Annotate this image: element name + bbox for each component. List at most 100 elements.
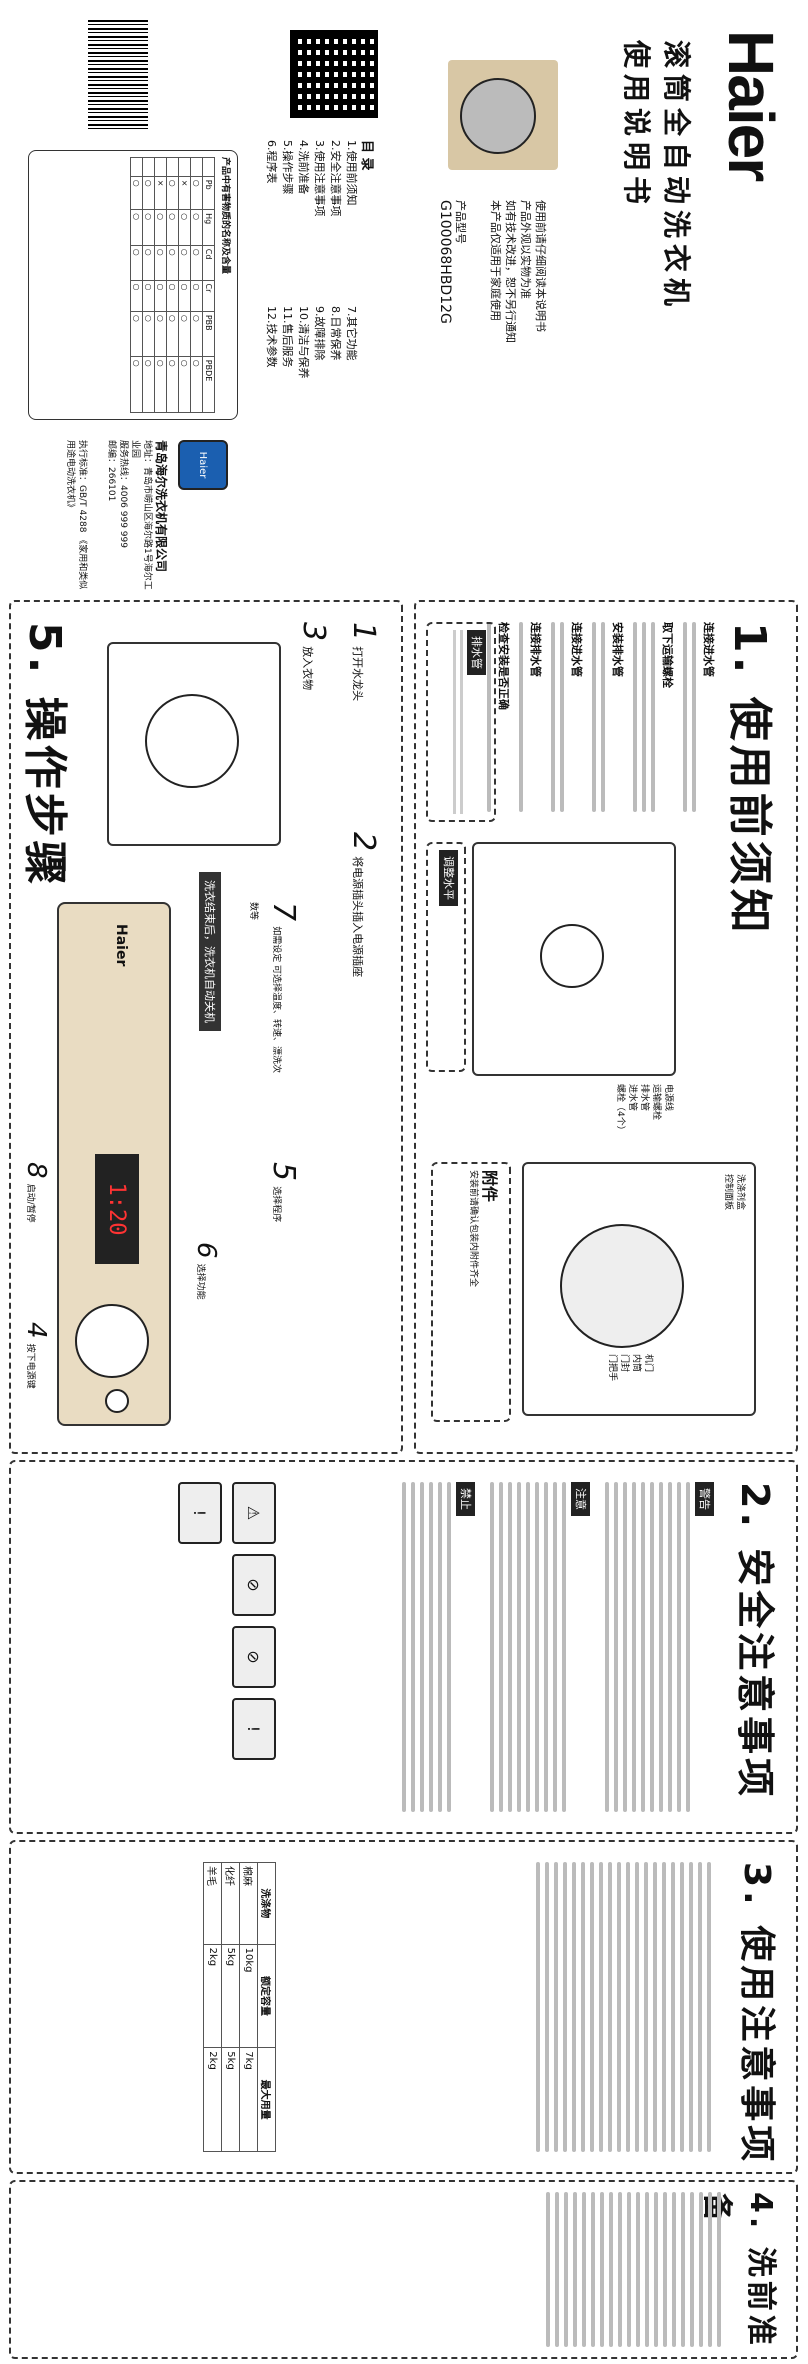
- panel-brand: Haier: [113, 924, 129, 967]
- toc: 目 录 1.使用前须知 7.其它功能 2.安全注意事项 8.日常保养 3.使用注…: [264, 140, 378, 460]
- step-6: 6 选择功能: [191, 1242, 221, 1362]
- notice-icon: !: [178, 1482, 222, 1544]
- step-number: 8: [21, 1162, 51, 1179]
- part-label: 排水管: [639, 1084, 649, 1112]
- step-heading: 检查安装是否正确: [497, 622, 510, 710]
- step-number: 6: [191, 1242, 221, 1259]
- step-text: 如需设定 可选择温度、转速、漂洗次数等: [248, 902, 281, 1074]
- section-1-title: 1. 使用前须知: [724, 622, 775, 937]
- accessories-box: 附件 安装前请确认包装内附件齐全: [431, 1162, 511, 1422]
- section-2-panel: 2. 安全注意事项 警告 注意 禁止 ⚠ ⊘ ⊘ ! !: [9, 1460, 798, 1834]
- warning-triangle-icon: ⚠: [232, 1482, 276, 1544]
- toc-item[interactable]: 2.安全注意事项: [329, 140, 342, 217]
- auto-off-note: 洗衣结束后，洗衣机自动关机: [199, 872, 221, 1031]
- step-text: 打开水龙头: [351, 646, 364, 702]
- company-block: Haier 青岛海尔洗衣机有限公司 地址：青岛市崂山区海尔路1号海尔工业园 服务…: [105, 440, 228, 590]
- drain-title: 排水管: [467, 630, 486, 675]
- step-number: 1: [346, 622, 381, 642]
- toc-item[interactable]: 8.日常保养: [329, 306, 342, 361]
- step-number: 4: [21, 1322, 51, 1339]
- step-text: 启动/暂停: [25, 1183, 35, 1223]
- part-label: 螺栓（4个）: [615, 1084, 625, 1135]
- step-number: 7: [266, 902, 301, 922]
- prohibited-icon: ⊘: [232, 1626, 276, 1688]
- warning-heading: 注意: [571, 1482, 590, 1516]
- step-1: 1 打开水龙头: [346, 622, 381, 772]
- model-block: 产品型号 G100068HBD12G: [437, 200, 468, 324]
- front-part-label: 门把手: [607, 1354, 617, 1382]
- step-8: 8 启动/暂停: [21, 1162, 51, 1292]
- section-2-title: 2. 安全注意事项: [733, 1482, 777, 1801]
- control-panel: Haier 1:20: [57, 902, 171, 1426]
- step-number: 5: [266, 1162, 301, 1182]
- prohibited-icon: ⊘: [232, 1554, 276, 1616]
- step-3: 3 放入衣物: [296, 622, 331, 772]
- model-label: 产品型号: [454, 200, 467, 244]
- section-1-panel: 1. 使用前须知 连接进水管 取下运输螺栓 安装排水管 连接进水管 连接排水管 …: [414, 600, 798, 1454]
- toc-item[interactable]: 6.程序表: [265, 140, 278, 184]
- toc-item[interactable]: 1.使用前须知: [345, 140, 358, 206]
- bullet-item: 如有技术改进，恕不另行通知: [504, 200, 517, 343]
- prep-text: [541, 2192, 726, 2347]
- part-label: 电源线: [663, 1084, 673, 1112]
- cert-badge-icon: Haier: [178, 440, 228, 490]
- front-part-label: 内筒: [631, 1354, 641, 1373]
- step-2: 2 将电源插头插入电源插座: [346, 832, 381, 1012]
- bullet-item: 产品外观以实物为准: [519, 200, 532, 299]
- step-text: 选择程序: [271, 1186, 281, 1223]
- front-part-label: 洗涤剂盒: [735, 1174, 745, 1211]
- part-label: 进水管: [627, 1084, 637, 1112]
- washer-sketch: [107, 642, 281, 846]
- drain-box: 排水管: [426, 622, 496, 822]
- bullet-item: 本产品仅适用于家庭使用: [489, 200, 502, 321]
- usage-text: [531, 1862, 716, 2152]
- step-text: 按下电源键: [25, 1343, 35, 1389]
- toc-item[interactable]: 11.售后服务: [281, 306, 294, 368]
- install-steps: 连接进水管 取下运输螺栓 安装排水管 连接进水管 连接排水管 检查安装是否正确: [482, 622, 716, 812]
- step-4: 4 按下电源键: [21, 1322, 51, 1442]
- section-4-panel: 4. 洗前准备: [9, 2180, 798, 2359]
- step-text: 放入衣物: [301, 646, 314, 691]
- front-part-label: 机门: [643, 1354, 653, 1373]
- parts-labels: 电源线 运输螺栓 排水管 进水管 螺栓（4个）: [614, 1084, 674, 1164]
- bullet-list: 使用前请仔细阅读本说明书 产品外观以实物为准 如有技术改进，恕不另行通知 本产品…: [488, 200, 548, 460]
- washer-door-icon: [460, 78, 536, 154]
- step-number: 2: [346, 832, 381, 852]
- toc-item[interactable]: 3.使用注意事项: [313, 140, 326, 217]
- toc-item[interactable]: 4.洗前准备: [297, 140, 310, 195]
- cover-title: 滚筒全自动洗衣机 使用说明书: [618, 40, 698, 312]
- step-7: 7 如需设定 可选择温度、转速、漂洗次数等: [247, 902, 301, 1082]
- qr-code-icon: [290, 30, 378, 118]
- accessories-title: 附件: [480, 1170, 499, 1203]
- step-heading: 连接排水管: [529, 622, 542, 677]
- company-zip: 邮编：266101: [106, 440, 116, 502]
- step-heading: 取下运输螺栓: [661, 622, 674, 688]
- toc-item[interactable]: 9.故障排除: [313, 306, 326, 361]
- company-address: 地址：青岛市崂山区海尔路1号海尔工业园: [130, 440, 152, 590]
- toc-item[interactable]: 12.技术参数: [265, 306, 278, 368]
- step-5: 5 选择程序: [266, 1162, 301, 1332]
- warning-heading: 警告: [695, 1482, 714, 1516]
- barcode-icon: [88, 20, 148, 130]
- step-heading: 连接进水管: [570, 622, 583, 677]
- title-line-2: 使用说明书: [620, 40, 653, 211]
- step-number: 3: [296, 622, 331, 642]
- toc-item[interactable]: 10.清洁与保养: [297, 306, 310, 379]
- toc-item[interactable]: 7.其它功能: [345, 306, 358, 361]
- toc-item[interactable]: 5.操作步骤: [281, 140, 294, 195]
- step-text: 将电源插头插入电源插座: [351, 856, 364, 978]
- section-3-title: 3. 使用注意事项: [736, 1862, 777, 2166]
- program-knob[interactable]: [75, 1304, 149, 1378]
- washer-image: [448, 60, 558, 170]
- title-line-1: 滚筒全自动洗衣机: [660, 40, 693, 313]
- power-button[interactable]: [105, 1389, 129, 1413]
- hazard-table-title: 产品中有害物质的名称及含量: [220, 157, 230, 275]
- front-part-label: 门封: [619, 1354, 629, 1373]
- step-text: 选择功能: [195, 1263, 205, 1300]
- table-header: 最大用量: [257, 2047, 276, 2152]
